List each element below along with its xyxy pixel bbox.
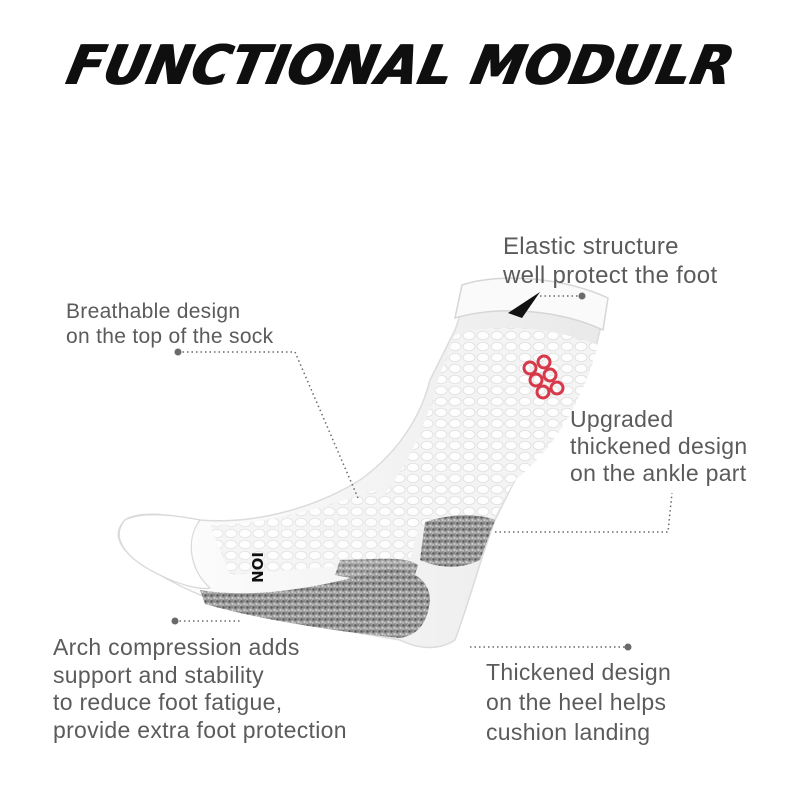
red-accent-pads [522, 354, 565, 400]
sock-brand-text: ION [248, 552, 266, 583]
callout-breathable-line-2: on the top of the sock [66, 325, 274, 348]
leader-breathable [178, 351, 359, 499]
callout-elastic: Elastic structure well protect the foot [503, 232, 717, 290]
callout-heel-line-3: cushion landing [486, 719, 651, 745]
callout-elastic-line-2: well protect the foot [503, 262, 718, 289]
callout-heel-line-2: on the heel helps [486, 689, 667, 715]
heel-cushion [200, 569, 430, 638]
callout-breathable: Breathable design on the top of the sock [66, 299, 273, 349]
leader-ankle [495, 492, 673, 533]
callout-ankle-line-1: Upgraded [570, 406, 674, 432]
leader-dot-arch [171, 617, 179, 625]
callout-arch-line-2: support and stability [53, 661, 264, 688]
callout-ankle-line-2: thickened design [570, 433, 748, 459]
callout-breathable-line-1: Breathable design [66, 300, 241, 323]
sock-knit-foot [210, 490, 420, 575]
triangle-logo [508, 292, 540, 318]
callout-arch-line-1: Arch compression adds [53, 634, 300, 660]
sock-toe [118, 514, 212, 590]
callout-arch-line-3: to reduce foot fatigue, [53, 689, 283, 715]
callout-ankle-line-3: on the ankle part [570, 460, 747, 486]
callout-arch: Arch compression adds support and stabil… [53, 634, 347, 744]
leader-dot-elastic [578, 292, 586, 300]
callout-arch-line-4: provide extra foot protection [53, 716, 347, 743]
callout-elastic-line-1: Elastic structure [503, 233, 679, 260]
callout-heel-line-1: Thickened design [486, 659, 672, 685]
sole-edge [335, 558, 418, 585]
callout-heel: Thickened design on the heel helps cushi… [486, 657, 671, 747]
leader-dot-heel [624, 643, 632, 651]
callout-ankle: Upgraded thickened design on the ankle p… [570, 406, 747, 487]
leader-dot-breathable [174, 348, 182, 356]
ankle-cushion [420, 515, 495, 567]
